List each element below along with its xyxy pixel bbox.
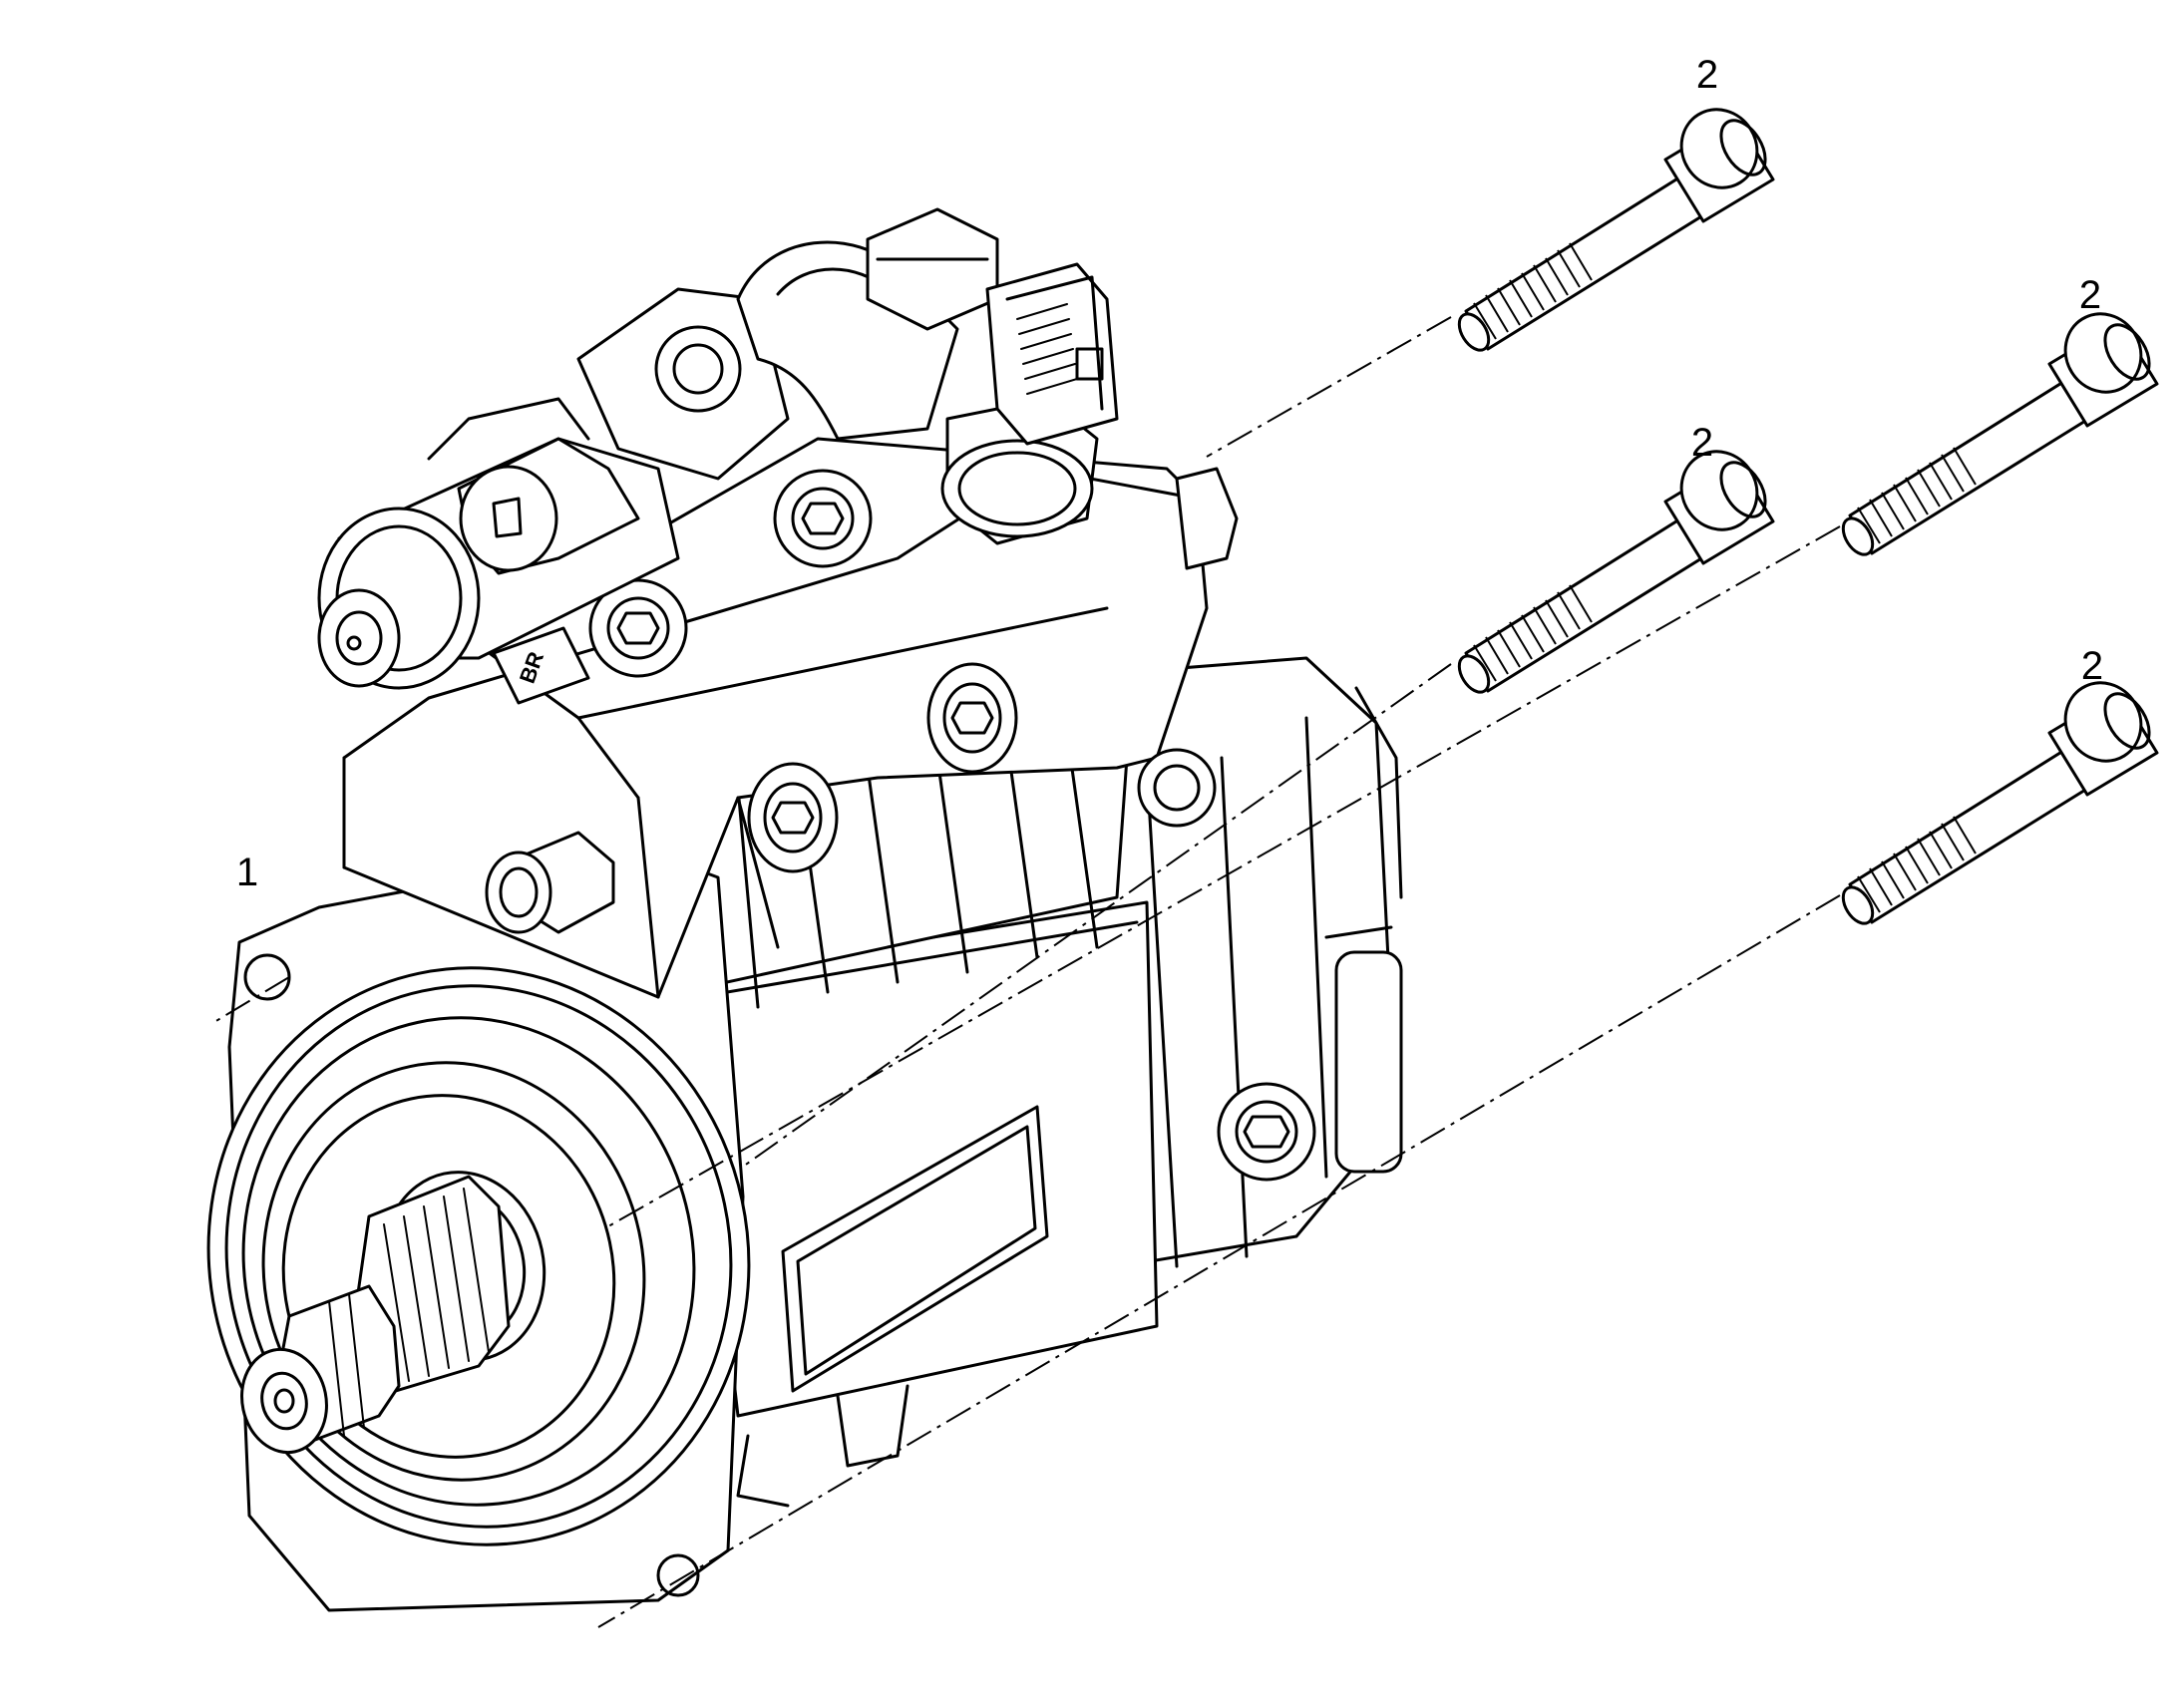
assembly-centerlines bbox=[213, 316, 1841, 1628]
centerline-middle bbox=[742, 663, 1452, 1168]
centerline-upper-right bbox=[607, 525, 1841, 1227]
callout-labels: 1 2 2 2 2 bbox=[236, 53, 2103, 894]
torx-plug-4 bbox=[747, 762, 839, 873]
bolt-middle bbox=[1457, 450, 1775, 694]
label-plate bbox=[492, 626, 590, 705]
centerline-flange-hole bbox=[213, 976, 290, 1023]
callout-pump: 1 bbox=[236, 851, 258, 894]
bolt-lower-right bbox=[1841, 681, 2159, 925]
torx-plug-1 bbox=[588, 578, 688, 678]
torx-plug-2 bbox=[773, 469, 873, 568]
torx-plug-3 bbox=[926, 662, 1018, 774]
bolt-upper-right bbox=[1841, 312, 2159, 556]
hydraulic-pump-assembly: BR bbox=[206, 207, 1403, 1612]
callout-bolt-lower-right: 2 bbox=[2081, 644, 2103, 688]
callout-bolt-upper-right: 2 bbox=[2079, 273, 2101, 317]
centerline-top bbox=[1206, 316, 1452, 458]
bolt-top bbox=[1457, 108, 1775, 352]
callout-bolt-middle: 2 bbox=[1691, 421, 1713, 465]
callout-bolt-top: 2 bbox=[1696, 53, 1718, 97]
centerline-lower-right bbox=[597, 894, 1841, 1628]
